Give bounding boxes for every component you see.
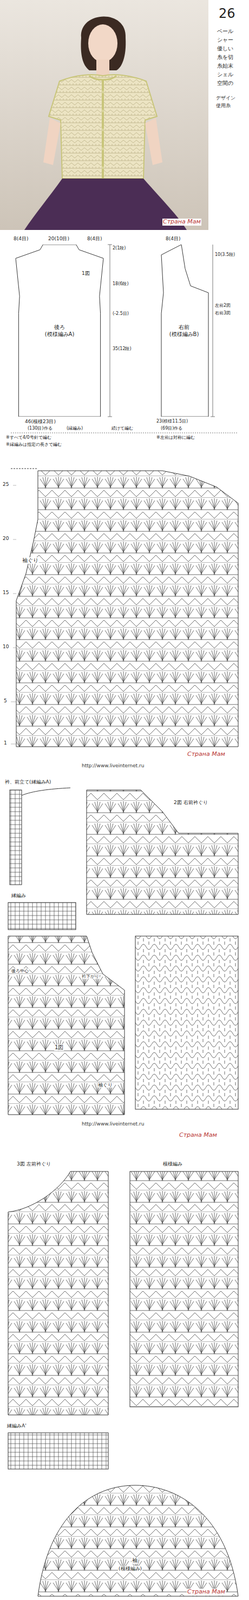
chart-label: 8(4目) <box>86 236 103 242</box>
chart-label: 袖ぐり <box>21 557 39 565</box>
chart-label: 3図 左前衿ぐり <box>16 1161 52 1168</box>
chart-label: 26 <box>218 6 237 22</box>
chart-label: 模様編み <box>162 1161 183 1168</box>
chart-label: 15 <box>2 590 10 596</box>
dimension-lines <box>10 244 239 434</box>
chart-label: 2(1段) <box>112 245 127 251</box>
chart-label: 23(模様11.5目) <box>155 418 189 424</box>
watermark: Страна Мам <box>186 751 226 759</box>
watermark: Страна Мам <box>178 1132 218 1140</box>
chart-label: 糸を切 <box>216 54 234 61</box>
chart-label: 袖ぐり <box>97 1082 114 1089</box>
chart-label: ※左前は対称に編む <box>155 435 196 441</box>
chart-label: 縁編み <box>10 893 27 899</box>
photo <box>0 0 249 231</box>
chart-label: 8(4目) <box>12 236 29 242</box>
piece-outline <box>161 244 209 417</box>
chart-label: (模様編み) <box>118 1566 143 1572</box>
chart-label: 優しい <box>216 45 234 52</box>
chart-label: 20(10目) <box>47 236 70 242</box>
chart-label: 20 <box>2 535 10 542</box>
chart-label: 左前2図 <box>214 303 232 309</box>
source-url: http://www.liveinternet.ru <box>81 763 145 769</box>
chart-label: 18(6段) <box>112 281 130 287</box>
chart-label: 46(模様23目) <box>24 418 57 425</box>
chart-label: ベール <box>216 28 234 35</box>
chart-label: 衿、前立て(縁編みA) <box>4 779 52 785</box>
chart-label: (130目)作る <box>27 426 54 431</box>
chart-label: 続けて編む <box>110 426 134 431</box>
chart-label: シェル <box>216 71 234 78</box>
piece-name: 右前 <box>177 323 191 331</box>
chart-label: 空間の <box>216 80 234 87</box>
chart-label: 使用糸 <box>215 102 232 109</box>
stitch-chart <box>8 1171 239 1597</box>
chart-label: 2図 右前衿ぐり <box>173 800 209 806</box>
piece-name: 後ろ <box>53 323 67 331</box>
chart-label: 縁編みA' <box>6 1423 28 1430</box>
chart-label: シャー <box>216 36 234 44</box>
stitch-chart <box>8 788 239 1116</box>
garment-piece: 後ろ(模様編みA) <box>10 244 109 417</box>
garment-piece: 右前(模様編みB) <box>156 244 212 417</box>
chart-label: 袖 <box>131 1557 139 1565</box>
piece-name: (模様編みB) <box>168 330 201 338</box>
piece-name: (模様編みA) <box>43 330 76 338</box>
chart-label: 1 <box>3 740 8 746</box>
watermark: Страна Мам <box>186 1589 226 1597</box>
chart-label: ※すべて4/0号針で編む <box>5 435 52 441</box>
chart-label: 5 <box>3 698 8 704</box>
chart-label: (縁編み) <box>66 426 84 431</box>
stitch-chart <box>10 468 239 747</box>
chart-label: 8(4目) <box>165 236 181 242</box>
chart-label: 右前3図 <box>214 310 232 316</box>
chart-label: 糸始末 <box>216 62 234 70</box>
chart-label: 10 <box>2 644 10 650</box>
chart-label: 後ろ中心 <box>10 968 30 974</box>
chart-label: 衿下がり <box>81 974 100 980</box>
piece-outline <box>15 244 104 417</box>
chart-label: 35(12段) <box>112 346 133 352</box>
watermark: Страна Мам <box>162 218 202 226</box>
chart-label: ※縁編みは指定の長さで編む <box>5 442 63 448</box>
chart-label: 10(3.5段) <box>214 252 236 258</box>
chart-label: 25 <box>2 481 10 488</box>
chart-label: (69目)作る <box>160 426 183 431</box>
chart-label: デザイン <box>215 95 237 101</box>
source-url: http://www.liveinternet.ru <box>81 1121 145 1127</box>
chart-label: (-2.5目) <box>112 311 130 317</box>
chart-label: 1図 <box>54 1044 64 1052</box>
chart-label: 1図 <box>81 270 91 277</box>
